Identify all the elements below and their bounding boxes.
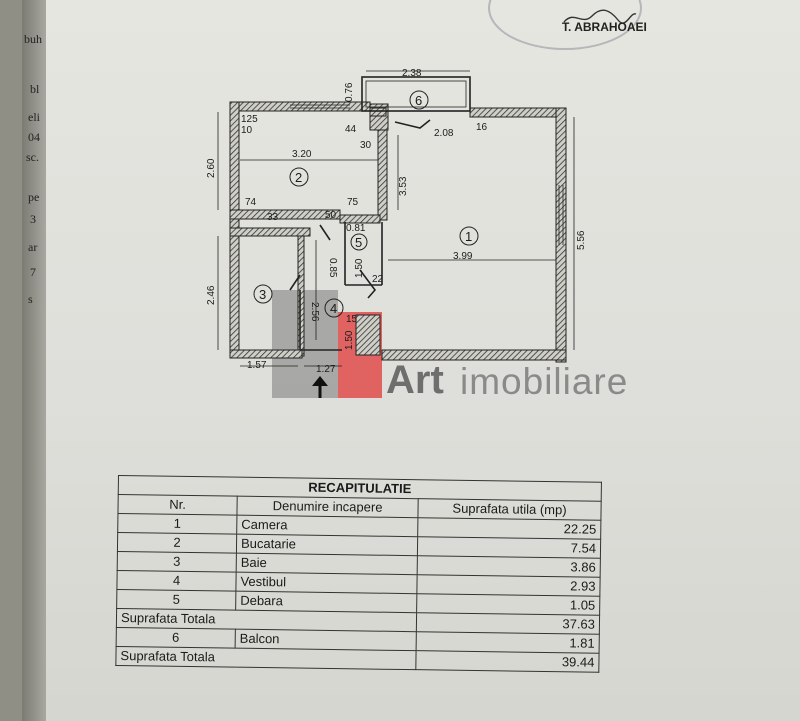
- room-name: Baie: [236, 553, 418, 575]
- dimension-label: 1.57: [247, 360, 267, 371]
- entrance-arrow: [312, 376, 328, 398]
- dimension-label: 0.85: [327, 258, 338, 278]
- edge-text: s: [28, 292, 33, 306]
- dimension-label: 2.38: [402, 68, 422, 79]
- room-marker-3: [253, 284, 273, 304]
- total-value: 39.44: [415, 650, 600, 673]
- room-numbers: 6 2 1 5 3 4: [259, 93, 472, 316]
- dimension-label: 1.27: [316, 364, 336, 375]
- edge-text: 3: [30, 212, 36, 226]
- balcony: [361, 76, 471, 112]
- room-nr: 2: [117, 532, 237, 554]
- dimension-label: 22: [372, 274, 384, 285]
- room-number: 1: [465, 229, 472, 244]
- dimension-label: 2.60: [206, 158, 217, 178]
- dimension-label: 44: [345, 124, 357, 135]
- room-nr: 5: [116, 589, 236, 611]
- room-area: 3.86: [417, 555, 601, 578]
- room-marker-5: [350, 233, 368, 251]
- dimension-label: 0.76: [344, 82, 355, 102]
- edge-text: eli: [28, 110, 40, 124]
- floor-plan: 2.38 0.76 2.08 16 125 10 44 30 3.20 2.60…: [206, 68, 587, 398]
- recap-table: RECAPITULATIE Nr. Denumire incapere Supr…: [115, 475, 602, 673]
- dimension-label: 5.56: [576, 230, 587, 250]
- room-area: 7.54: [417, 536, 601, 559]
- room-name: Balcon: [235, 629, 417, 651]
- edge-text: 04: [28, 130, 40, 144]
- room-name: Camera: [236, 515, 418, 537]
- watermark-suffix: imobiliare: [460, 361, 629, 402]
- dimension-label: 125: [241, 114, 258, 125]
- dimension-lines: [217, 70, 575, 367]
- watermark-gray-block: [272, 290, 338, 398]
- partitions: [289, 119, 431, 351]
- dimension-label: 15: [346, 314, 358, 325]
- edge-text: buh: [24, 32, 42, 46]
- dimension-label: 16: [476, 122, 488, 133]
- dimension-label: 3.99: [453, 251, 473, 262]
- header-nr: Nr.: [117, 494, 238, 516]
- room-marker-4: [324, 298, 344, 318]
- dimension-label: 75: [347, 197, 359, 208]
- dimension-label: 74: [245, 197, 257, 208]
- room-area: 1.81: [416, 631, 600, 654]
- edge-text: pe: [28, 190, 40, 204]
- room-area: 1.05: [416, 593, 600, 616]
- room-area: 22.25: [417, 517, 601, 540]
- room-nr: 4: [116, 570, 237, 592]
- room-nr: 1: [117, 513, 237, 535]
- dimension-label: 30: [360, 140, 372, 151]
- signature: [563, 9, 637, 24]
- dimension-labels: 2.38 0.76 2.08 16 125 10 44 30 3.20 2.60…: [206, 68, 587, 375]
- dimension-label: 1.50: [354, 258, 365, 278]
- room-number: 4: [330, 301, 337, 316]
- room-nr: 3: [117, 551, 237, 573]
- walls: [229, 101, 567, 363]
- room-number: 6: [415, 93, 422, 108]
- room-area: 2.93: [416, 574, 601, 597]
- dimension-label: 3.20: [292, 149, 312, 160]
- header-area: Suprafata utila (mp): [417, 498, 602, 521]
- edge-text: ar: [28, 240, 38, 254]
- signature-name: T. ABRAHOAEI: [562, 20, 647, 34]
- edge-text: sc.: [26, 150, 39, 164]
- total-label: Suprafata Totala: [115, 646, 417, 670]
- dimension-label: 50: [325, 210, 337, 221]
- room-name: Debara: [235, 591, 417, 613]
- room-nr: 6: [116, 627, 236, 649]
- dimension-label: 1.50: [344, 330, 355, 350]
- room-number: 5: [355, 235, 362, 250]
- watermark-brand: Art: [386, 358, 444, 402]
- dimension-label: 3.53: [398, 176, 409, 196]
- room-marker-2: [289, 167, 309, 187]
- dimension-label: 2.08: [434, 128, 454, 139]
- dimension-label: 2.56: [309, 302, 320, 322]
- room-number: 2: [295, 170, 302, 185]
- room-markers: [253, 90, 479, 318]
- windows: [290, 104, 564, 245]
- room-name: Bucatarie: [236, 534, 418, 556]
- edge-text: 7: [30, 265, 36, 279]
- edge-text: bl: [30, 82, 40, 96]
- room-marker-6: [409, 90, 429, 110]
- room-name: Vestibul: [235, 572, 418, 594]
- header-name: Denumire incapere: [236, 496, 419, 518]
- dimension-label: 0.81: [346, 223, 366, 234]
- adjacent-page-edge: [22, 0, 46, 721]
- dimension-label: 2.46: [206, 285, 217, 305]
- dimension-label: 33: [267, 212, 279, 223]
- total-value: 37.63: [416, 612, 600, 635]
- dimension-label: 10: [241, 125, 253, 136]
- room-marker-1: [459, 226, 479, 246]
- room-number: 3: [259, 287, 266, 302]
